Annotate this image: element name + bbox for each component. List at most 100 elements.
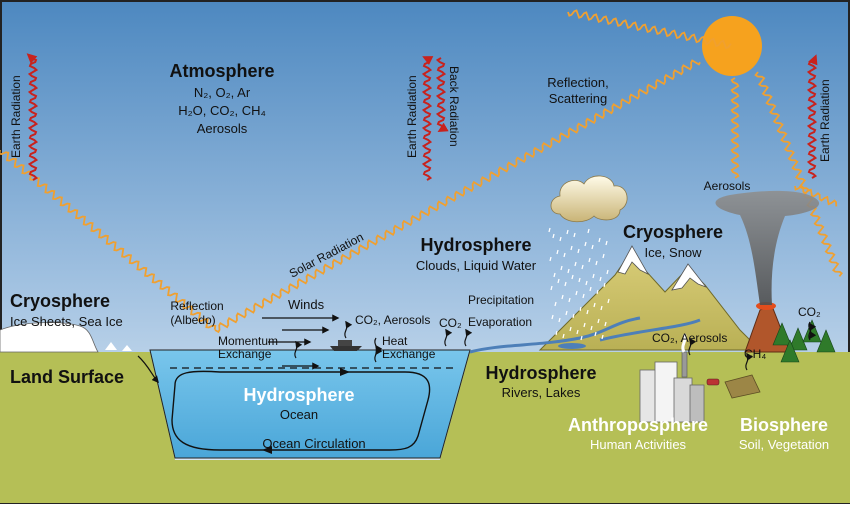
anthroposphere-title: Anthroposphere — [568, 415, 708, 435]
rain-drop — [553, 272, 556, 278]
rain-drop — [597, 318, 600, 324]
rain-drop — [565, 310, 568, 316]
rain-drop — [601, 334, 604, 340]
solar-wave — [567, 9, 732, 50]
co2-evaporation-label: CO₂ — [439, 316, 462, 330]
rain-drop — [551, 314, 554, 320]
earth-radiation-label-center: Earth Radiation — [405, 75, 419, 158]
rain-drop — [606, 269, 609, 275]
precipitation-label: Precipitation — [468, 293, 534, 307]
biosphere-sub: Soil, Vegetation — [739, 437, 829, 452]
ocean-basin — [149, 349, 471, 459]
reflection-albedo-label-1: Reflection — [170, 299, 223, 313]
earth-radiation-wave — [806, 54, 818, 179]
momentum-exchange-label-2: Exchange — [218, 347, 272, 361]
earth-radiation-wave — [421, 56, 434, 181]
ocean-circulation-loop — [171, 370, 431, 451]
earth-radiation-wave — [26, 53, 39, 181]
exchange-arrows — [294, 320, 817, 371]
rain-drop — [607, 298, 610, 304]
solar-wave — [730, 77, 740, 179]
ice-to-ocean-arrow — [137, 355, 159, 384]
rain-drop — [587, 228, 590, 234]
rain-drop — [562, 333, 565, 339]
rain-drop — [560, 265, 563, 271]
rain-drop — [579, 306, 582, 312]
rain-drop — [571, 274, 574, 280]
co2-aerosols-land-label: CO₂, Aerosols — [652, 331, 727, 345]
ice-sheet — [0, 322, 99, 353]
tree-icon — [802, 319, 822, 343]
rain-drop — [550, 285, 553, 291]
reflection-albedo-label-2: (Albedo) — [170, 313, 215, 327]
circulation-arrow-icon — [340, 368, 350, 376]
chimney-icon — [681, 351, 688, 378]
ship-icon — [330, 346, 362, 351]
volcano-aerosols-label: Aerosols — [704, 179, 751, 193]
rain-drop — [581, 264, 584, 270]
rain-drop — [583, 322, 586, 328]
atmosphere-title: Atmosphere — [169, 61, 274, 81]
reflection-scattering-label-2: Scattering — [549, 91, 608, 106]
chimney-smoke — [681, 333, 687, 353]
tree-icon — [780, 339, 800, 363]
solar-wave — [754, 71, 843, 277]
rain-drop — [582, 293, 585, 299]
land-surface-title: Land Surface — [10, 367, 124, 387]
rain-drop — [594, 331, 597, 337]
hydrosphere-rivers-sub: Rivers, Lakes — [502, 385, 581, 400]
hydrosphere-clouds-sub: Clouds, Liquid Water — [416, 258, 537, 273]
rain-drop — [568, 297, 571, 303]
rain-drop — [552, 233, 555, 239]
heat-exchange-label-2: Exchange — [382, 347, 436, 361]
rain-drop — [584, 241, 587, 247]
ch4-label: CH₄ — [744, 347, 766, 361]
land-ground — [0, 352, 850, 503]
rain-drop — [596, 289, 599, 295]
earth-radiation-label-right: Earth Radiation — [818, 79, 832, 162]
atmosphere-aerosols: Aerosols — [197, 121, 248, 136]
rain-drop — [564, 281, 567, 287]
cryosphere-right-sub: Ice, Snow — [644, 245, 702, 260]
rain-drop — [598, 237, 601, 243]
rain-drop — [593, 302, 596, 308]
cryosphere-right-title: Cryosphere — [623, 222, 723, 242]
rain-drop — [566, 229, 569, 235]
hydrosphere-rivers-title: Hydrosphere — [485, 363, 596, 383]
rain-drop — [563, 252, 566, 258]
rain-drop — [595, 260, 598, 266]
atmosphere-gases-1: N₂, O₂, Ar — [194, 85, 251, 100]
rain-drop — [548, 227, 551, 233]
rain-drop — [559, 236, 562, 242]
atmosphere-gases-2: H₂O, CO₂, CH₄ — [178, 103, 266, 118]
rain-drop — [591, 244, 594, 250]
rain-drop — [549, 256, 552, 262]
earth-radiation-label-left: Earth Radiation — [9, 75, 23, 158]
rain-drop — [580, 335, 583, 341]
anthroposphere-sub: Human Activities — [590, 437, 687, 452]
volcanic-smoke — [715, 190, 820, 305]
rain-drop — [576, 329, 579, 335]
co2-volcano-label: CO₂ — [798, 305, 821, 319]
rain-drop — [578, 277, 581, 283]
hydrosphere-ocean-title: Hydrosphere — [243, 385, 354, 405]
rain-drop — [572, 313, 575, 319]
rain-drop — [592, 273, 595, 279]
river — [469, 316, 701, 354]
rain-drop — [558, 317, 561, 323]
field-icon — [724, 374, 761, 399]
winds-label: Winds — [288, 297, 325, 312]
sun-icon — [702, 16, 762, 76]
cryosphere-left-sub: Ice Sheets, Sea Ice — [10, 314, 123, 329]
solar-wave — [214, 59, 701, 334]
evaporation-label: Evaporation — [468, 315, 532, 329]
cryosphere-left-title: Cryosphere — [10, 291, 110, 311]
rain-drop — [602, 253, 605, 259]
city-buildings — [639, 361, 705, 423]
rain-drop — [570, 245, 573, 251]
rain-drop — [590, 325, 593, 331]
tree-icon — [772, 322, 792, 346]
tree-icon — [788, 327, 808, 351]
lake — [558, 343, 586, 349]
rain-drop — [605, 240, 608, 246]
